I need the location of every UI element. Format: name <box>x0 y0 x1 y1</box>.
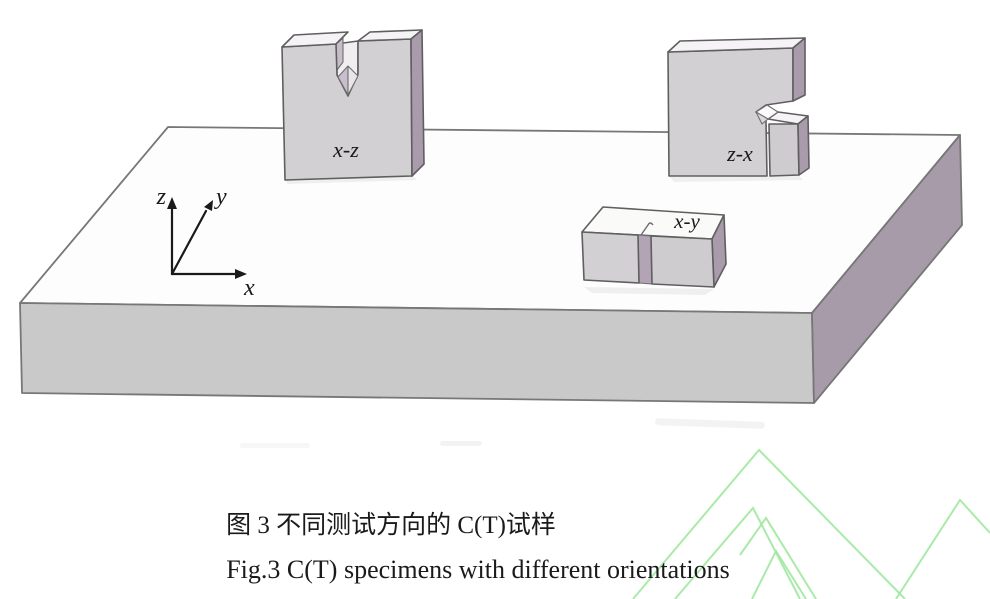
x-axis-arrowhead <box>235 269 247 279</box>
specimen-xy: x-y <box>581 206 727 295</box>
watermark-line <box>674 506 801 599</box>
specimen-xz-top-left-face <box>281 31 349 48</box>
z-axis-arrowhead <box>167 197 177 209</box>
specimen-xz: x-z <box>281 29 425 184</box>
specimen-xz-front-face <box>281 38 413 181</box>
watermark-line <box>632 448 906 599</box>
base-plate-side-face <box>811 134 963 404</box>
specimen-zx-side-face <box>792 37 806 102</box>
specimen-xz-shadow <box>284 176 417 184</box>
specimen-zx-tab-front-face <box>768 123 800 177</box>
base-plate <box>19 126 963 404</box>
specimen-zx-tab-side-face <box>797 115 810 176</box>
specimen-xy-front-right-face <box>650 235 715 288</box>
specimen-xy-top-slit <box>640 222 654 236</box>
scan-smudges <box>240 418 765 448</box>
smudge <box>655 418 765 429</box>
watermark-line <box>739 516 817 599</box>
specimen-xz-side-face <box>410 29 425 177</box>
figure-caption-english: Fig.3 C(T) specimens with different orie… <box>226 555 730 584</box>
y-axis <box>170 209 208 276</box>
z-axis-label: z <box>156 184 167 210</box>
specimen-xy-slot-inner <box>637 234 653 285</box>
watermark-line <box>751 548 807 599</box>
base-plate-top-face <box>19 126 961 314</box>
specimen-xy-front-left-face <box>581 231 640 284</box>
specimen-xy-shadow <box>584 287 714 295</box>
watermark-pattern <box>632 448 990 599</box>
y-axis-label: y <box>214 184 227 210</box>
base-plate-front-face <box>19 302 815 404</box>
specimen-zx-shadow <box>670 176 803 182</box>
specimen-zx-wedge-bottom-facet <box>755 111 769 125</box>
watermark-line <box>895 498 990 599</box>
x-axis-label: x <box>243 275 255 301</box>
specimen-zx: z-x <box>667 37 810 182</box>
coordinate-axes: z y x <box>156 184 255 301</box>
figure-caption-chinese: 图 3 不同测试方向的 C(T)试样 <box>226 512 556 539</box>
smudge <box>240 443 310 448</box>
specimen-xz-notch-right-facet <box>347 65 359 96</box>
smudge <box>440 441 482 446</box>
specimen-zx-label: z-x <box>726 141 753 166</box>
specimen-xy-label: x-y <box>673 209 700 233</box>
specimen-xz-label: x-z <box>332 137 359 162</box>
y-axis-arrowhead <box>204 200 213 211</box>
